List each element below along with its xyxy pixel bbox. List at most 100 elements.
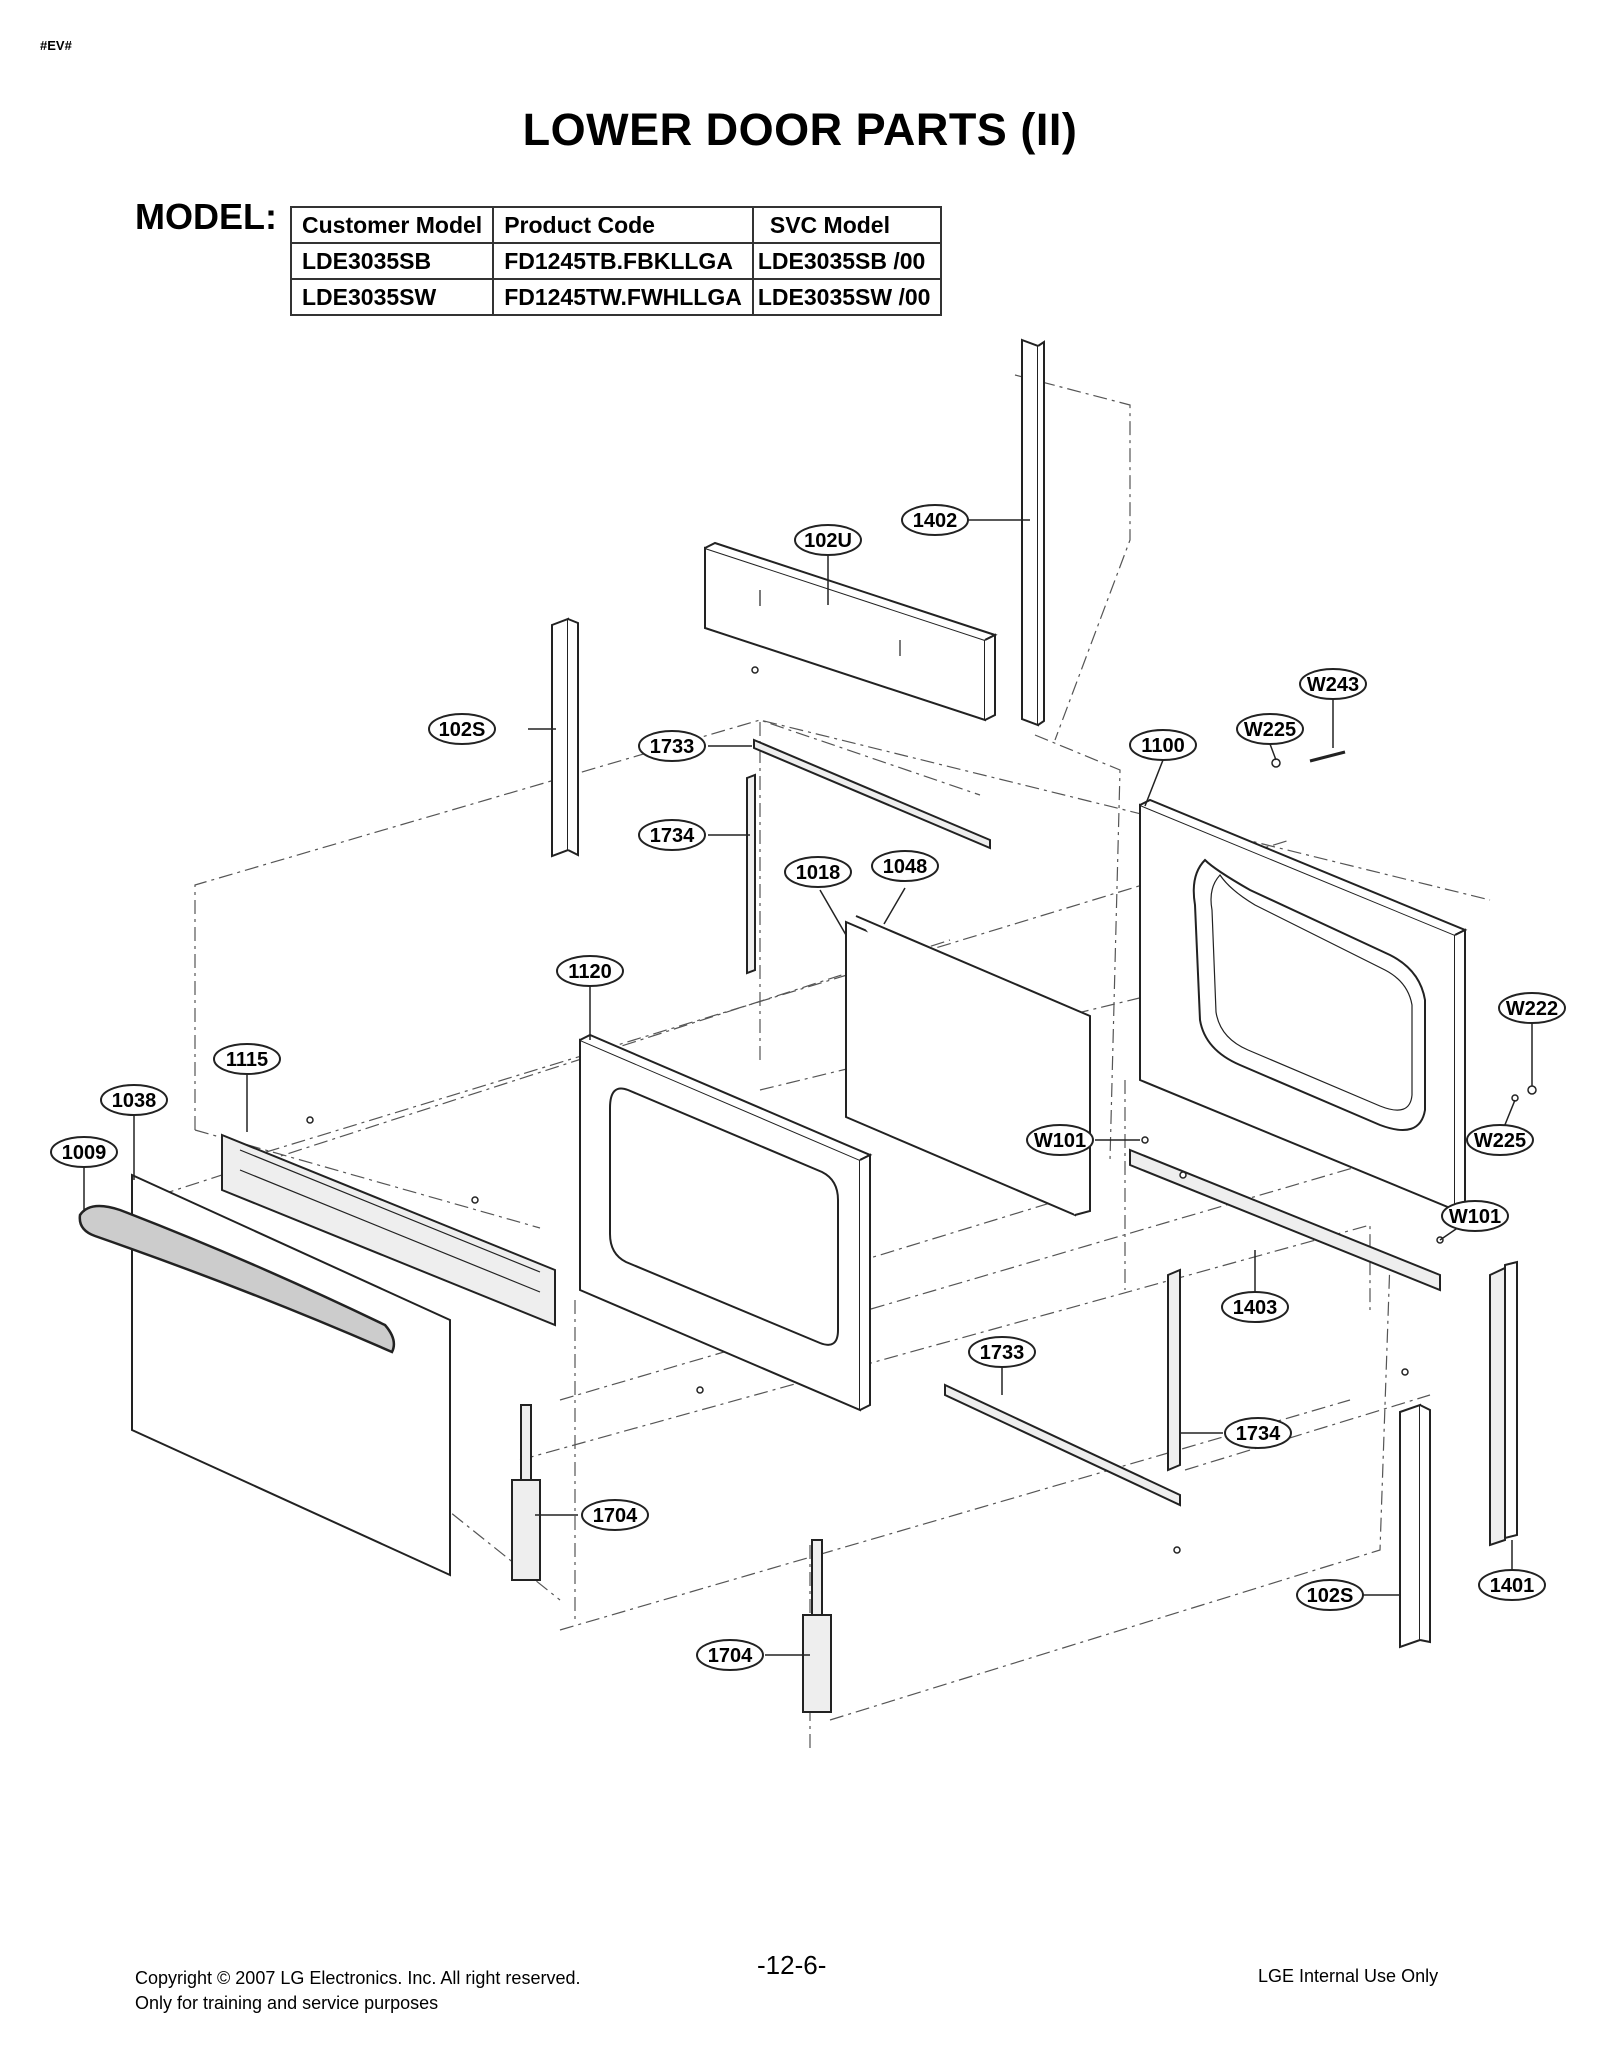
callout-bubble [1466, 1124, 1534, 1156]
model-table: Customer Model Product Code SVC Model LD… [289, 206, 943, 316]
callout-102u: 102U [794, 524, 862, 556]
callout-label: W222 [1506, 998, 1558, 1020]
model-label: MODEL: [135, 196, 277, 237]
callout-bubble [1221, 1291, 1289, 1323]
callout-bubble [1478, 1569, 1546, 1601]
callout-1401: 1401 [1478, 1569, 1546, 1601]
callout-label: 1402 [913, 510, 958, 532]
callout-label: 1733 [980, 1342, 1025, 1364]
callout-bubble [428, 713, 496, 745]
callout-bubble [1224, 1417, 1292, 1449]
callout-w101: W101 [1441, 1200, 1509, 1232]
part-102S-left-post [551, 617, 579, 858]
callout-bubble [1296, 1579, 1364, 1611]
part-1734-upper-seal [746, 773, 756, 975]
table-row: LDE3035SW FD1245TW.FWHLLGA LDE3035SW /00 [289, 278, 943, 316]
callout-bubble [1299, 668, 1367, 700]
callout-label: 1403 [1233, 1297, 1278, 1319]
callout-102s: 102S [428, 713, 496, 745]
callout-1704: 1704 [581, 1499, 649, 1531]
callout-label: 1048 [883, 856, 928, 878]
cell-product-code: FD1245TW.FWHLLGA [492, 278, 754, 316]
callout-bubble [968, 1336, 1036, 1368]
callout-bubble [213, 1043, 281, 1075]
callout-label: 102S [439, 719, 486, 741]
callout-102s: 102S [1296, 1579, 1364, 1611]
cell-customer-model: LDE3035SW [289, 278, 495, 316]
callout-1734: 1734 [1224, 1417, 1292, 1449]
part-1704-hinge-right [802, 1539, 832, 1713]
callout-1048: 1048 [871, 850, 939, 882]
callout-bubble [1026, 1124, 1094, 1156]
part-1403-hinge-bracket [1129, 1148, 1441, 1292]
callout-1733: 1733 [968, 1336, 1036, 1368]
part-1733-lower-channel [944, 1383, 1181, 1507]
callout-bubble [581, 1499, 649, 1531]
callout-bubble [50, 1136, 118, 1168]
footer-left: Copyright © 2007 LG Electronics. Inc. Al… [135, 1966, 580, 2016]
callout-1733: 1733 [638, 730, 706, 762]
callout-label: W101 [1034, 1130, 1086, 1152]
callout-label: 1018 [796, 862, 841, 884]
part-102U-top-trim [704, 541, 998, 722]
callout-label: 1120 [568, 961, 611, 983]
part-1120-door-frame [579, 1033, 873, 1412]
callout-bubble [1441, 1200, 1509, 1232]
callout-1704: 1704 [696, 1639, 764, 1671]
header-product-code: Product Code [492, 206, 754, 244]
callout-bubble [871, 850, 939, 882]
callout-w222: W222 [1498, 992, 1566, 1024]
part-1115-bracket-rail [221, 1133, 556, 1327]
cell-svc-model: LDE3035SW /00 [751, 278, 943, 316]
internal-use-text: LGE Internal Use Only [1258, 1966, 1439, 1986]
exploded-parts-diagram: 1402102UW243102S1733W2251100173410181048… [50, 338, 1566, 1750]
callout-bubble [1236, 713, 1304, 745]
part-1402-side-strip [1021, 338, 1045, 727]
callout-label: 1704 [593, 1505, 638, 1527]
cell-product-code: FD1245TB.FBKLLGA [492, 242, 754, 280]
callout-label: 1734 [1236, 1423, 1281, 1445]
callout-label: 1038 [112, 1090, 157, 1112]
part-1704-hinge-left [511, 1404, 541, 1581]
cell-customer-model: LDE3035SB [289, 242, 495, 280]
callout-bubble [1498, 992, 1566, 1024]
copyright-text: Copyright © 2007 LG Electronics. Inc. Al… [135, 1968, 581, 1988]
callout-bubble [794, 524, 862, 556]
callout-1018: 1018 [784, 856, 852, 888]
callout-label: W243 [1307, 674, 1359, 696]
callout-label: 1733 [650, 736, 695, 758]
callout-label: 1734 [650, 825, 695, 847]
callout-w225: W225 [1236, 713, 1304, 745]
model-table-header: Customer Model Product Code SVC Model [289, 206, 943, 244]
callout-bubble [696, 1639, 764, 1671]
callout-label: 1009 [62, 1142, 107, 1164]
part-1401-side-strip [1489, 1260, 1518, 1547]
callout-bubble [901, 504, 969, 536]
callout-label: W225 [1474, 1130, 1526, 1152]
part-1733-upper-channel [753, 738, 991, 850]
callout-1038: 1038 [100, 1084, 168, 1116]
callout-label: 1704 [708, 1645, 753, 1667]
callout-label: 1401 [1490, 1575, 1535, 1597]
callout-bubble [638, 730, 706, 762]
header-svc-model: SVC Model [751, 206, 943, 244]
callout-1403: 1403 [1221, 1291, 1289, 1323]
part-1734-lower-seal [1167, 1268, 1181, 1472]
callout-bubble [556, 955, 624, 987]
part-1009-door-handle [78, 1204, 396, 1354]
callout-bubble [1129, 729, 1197, 761]
callout-label: 1100 [1141, 735, 1184, 757]
part-102S-right-post [1399, 1403, 1431, 1649]
callout-w243: W243 [1299, 668, 1367, 700]
callout-bubble [784, 856, 852, 888]
callout-1402: 1402 [901, 504, 969, 536]
callout-label: W225 [1244, 719, 1296, 741]
callout-bubble [100, 1084, 168, 1116]
callout-1115: 1115 [213, 1043, 281, 1075]
part-1100-inner-frame [1139, 798, 1468, 1212]
callout-1100: 1100 [1129, 729, 1197, 761]
callout-1734: 1734 [638, 819, 706, 851]
page-number: -12-6- [757, 1950, 827, 1980]
document-tag: #EV# [40, 38, 72, 53]
